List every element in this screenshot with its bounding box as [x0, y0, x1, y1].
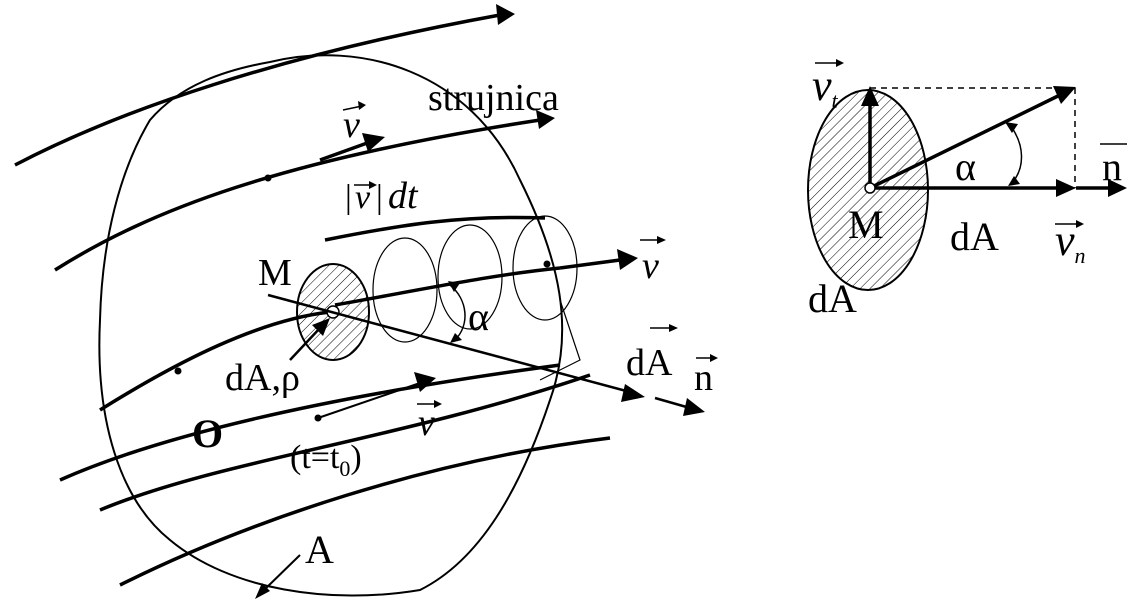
- velocity-arrow-top-head: [362, 133, 385, 152]
- velocity-arrow-origin: [317, 382, 421, 419]
- origin-dot: [314, 414, 322, 422]
- main-diagram: [14, 4, 705, 599]
- area-density-label: dA,ρ: [225, 357, 300, 399]
- streamline-dot-3: [543, 260, 551, 268]
- streamline-2-arrowhead: [536, 110, 555, 129]
- streamline-3: [324, 215, 546, 242]
- stream-tube: [372, 215, 581, 381]
- detail-normal-component-head: [1056, 179, 1076, 197]
- detail-tangential-head: [861, 86, 879, 106]
- detail-velocity-vector: [869, 93, 1061, 190]
- detail-vn-sub: n: [1075, 243, 1086, 268]
- origin-label: O: [192, 411, 223, 456]
- streamline-1-arrowhead: [496, 4, 515, 25]
- detail-velocity-head: [1053, 86, 1076, 104]
- detail-da-axis-label: dA: [950, 214, 999, 259]
- detail-vector-marks: [815, 59, 1127, 228]
- detail-diagram: [807, 86, 1127, 291]
- detail-vt-label: vt: [812, 61, 839, 113]
- alpha-arc-head-bottom: [450, 333, 462, 343]
- time-label-sub: 0: [339, 456, 350, 481]
- detail-m-label: M: [848, 202, 884, 247]
- detail-alpha-arc: [1009, 124, 1023, 184]
- velocity-label-right: v: [642, 245, 659, 287]
- detail-alpha-label: α: [955, 144, 976, 189]
- magnitude-bar-right: |: [376, 179, 383, 216]
- streamline-1: [14, 13, 501, 167]
- time-label-close: ): [350, 439, 361, 476]
- alpha-arc: [449, 284, 466, 341]
- density-pointer: [289, 327, 321, 361]
- streamline-4-arrow: [559, 258, 621, 270]
- detail-vn-label: vn: [1055, 216, 1086, 268]
- streamline-7: [99, 373, 591, 512]
- velocity-label-dt: v: [355, 179, 371, 216]
- area-vector-label: dA: [626, 342, 673, 384]
- velocity-arrow-top: [319, 140, 371, 162]
- tube-tail: [539, 299, 581, 381]
- tube-cross-section-1: [372, 237, 438, 343]
- detail-normal-head: [1108, 179, 1127, 197]
- detail-point-marker: [864, 182, 876, 194]
- detail-alpha-arc-head-bottom: [1008, 176, 1020, 186]
- streamline-2: [54, 118, 541, 272]
- detail-labels: vt M α dA vn dA n: [808, 61, 1122, 321]
- region-pointer: [261, 554, 301, 593]
- streamline-dot-2: [174, 367, 182, 375]
- magnitude-bar-left: |: [345, 179, 352, 216]
- region-label: A: [305, 527, 334, 572]
- detail-normal-label: n: [1102, 144, 1122, 189]
- vector-marks: [342, 101, 718, 408]
- streamline-label: strujnica: [428, 77, 559, 119]
- velocity-label-origin: v: [418, 402, 435, 444]
- streamline-4-arrowhead: [617, 249, 638, 270]
- region-pointer-head: [255, 583, 270, 599]
- point-m-label: M: [258, 252, 292, 294]
- normal-unit-arrow: [654, 396, 691, 410]
- density-pointer-head: [312, 318, 330, 336]
- normal-unit-arrow-head: [683, 398, 705, 416]
- tube-cross-section-3: [512, 215, 578, 321]
- alpha-label: α: [468, 294, 489, 339]
- streamline-8: [119, 436, 611, 587]
- normal-line: [267, 293, 631, 394]
- velocity-arrow-origin-head: [414, 372, 436, 392]
- streamline-dot-1: [264, 174, 272, 182]
- time-label: (t=t0): [290, 439, 362, 481]
- detail-da-ellipse-label: dA: [808, 276, 857, 321]
- main-labels: strujnica v | v | dt M α v dA,ρ dA n O v…: [192, 77, 713, 572]
- dt-label: dt: [388, 175, 419, 217]
- velocity-label-top: v: [343, 104, 360, 146]
- detail-vt-sub: t: [832, 88, 839, 113]
- time-label-open: (t=t: [290, 439, 340, 476]
- streamline-6: [59, 363, 561, 482]
- alpha-arc-head-top: [448, 281, 460, 292]
- normal-label: n: [694, 357, 713, 399]
- detail-vt-letter: v: [812, 61, 832, 110]
- detail-vn-letter: v: [1055, 216, 1075, 265]
- normal-line-head: [621, 384, 645, 402]
- control-volume-boundary: [98, 54, 564, 597]
- detail-alpha-arc-head-top: [1005, 122, 1018, 133]
- tube-cross-section-2: [437, 224, 503, 330]
